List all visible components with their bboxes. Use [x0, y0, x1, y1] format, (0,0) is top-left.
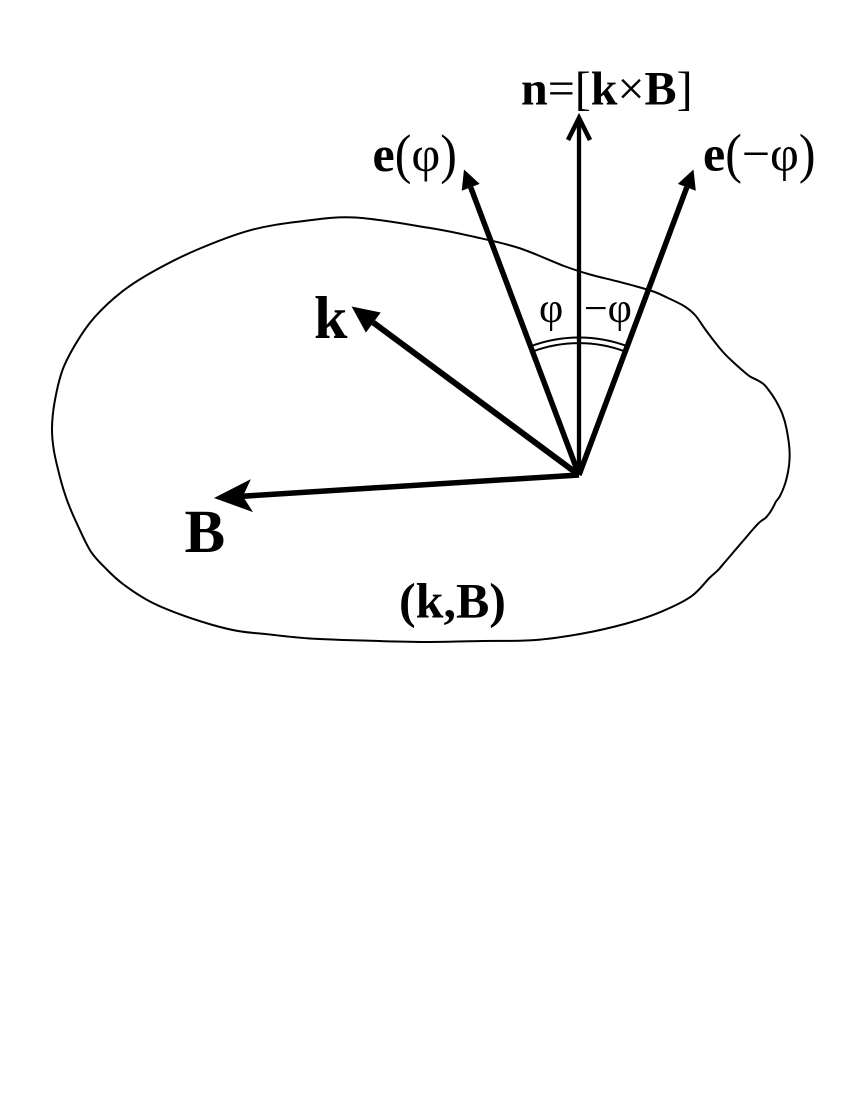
svg-text:φ: φ [411, 126, 440, 182]
svg-text:): ) [440, 124, 457, 185]
svg-text:e: e [703, 126, 725, 182]
svg-text:φ: φ [539, 286, 563, 332]
svg-text:e: e [373, 126, 395, 182]
svg-text:k: k [314, 285, 348, 351]
svg-text:(: ( [725, 124, 742, 185]
svg-text:n=[k×B]: n=[k×B] [521, 63, 693, 116]
svg-text:−φ: −φ [584, 286, 632, 332]
svg-text:(k,B): (k,B) [399, 573, 506, 629]
svg-text:−φ: −φ [742, 126, 799, 182]
svg-text:(: ( [395, 124, 412, 185]
svg-text:): ) [799, 124, 816, 185]
svg-text:B: B [185, 499, 226, 566]
